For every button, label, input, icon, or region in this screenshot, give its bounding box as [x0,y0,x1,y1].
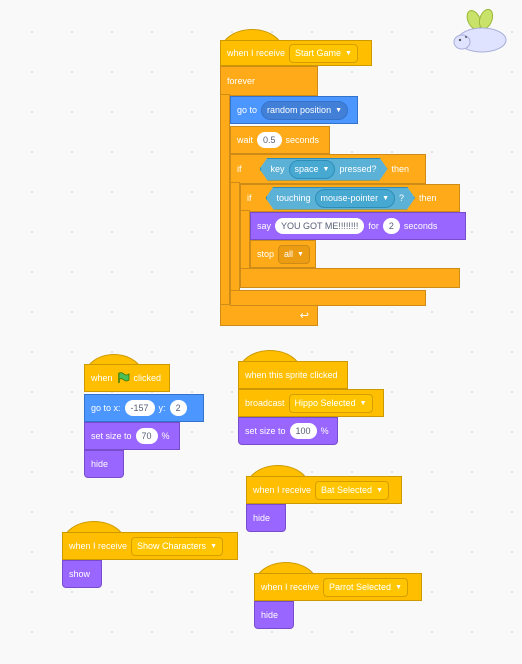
key-dropdown[interactable]: space▼ [289,160,336,179]
if-outer-footer [230,290,426,306]
chevron-down-icon: ▼ [322,165,330,173]
green-flag-icon [117,372,130,384]
wait-unit: seconds [285,135,320,145]
wait-label: wait [237,135,254,145]
hide-block[interactable]: hide [84,450,124,478]
chevron-down-icon: ▼ [210,542,217,550]
touching-condition[interactable]: touching mouse-pointer▼ ? [266,187,416,210]
message-dropdown[interactable]: Parrot Selected▼ [323,577,409,597]
message-dropdown[interactable]: Bat Selected▼ [315,480,390,500]
hat-label: when I receive [69,541,128,551]
wait-input[interactable]: 0.5 [257,132,282,148]
percent-label: % [161,431,170,441]
chevron-down-icon: ▼ [297,250,304,258]
if-inner-footer [240,268,460,288]
size-input[interactable]: 100 [289,423,317,439]
hat-label: when this sprite clicked [245,370,338,380]
say-label: say [257,221,272,231]
hide-block[interactable]: hide [246,504,286,532]
when-i-receive-hat[interactable]: when I receive Show Characters▼ [62,532,238,560]
set-size-label: set size to [91,431,132,441]
stop-label: stop [257,249,275,259]
message-dropdown[interactable]: Show Characters▼ [131,536,223,556]
go-to-label: go to [237,105,258,115]
key-label: key [270,164,285,174]
when-i-receive-hat[interactable]: when I receive Start Game▼ [220,40,372,66]
show-block[interactable]: show [62,560,102,588]
if-label: if [237,164,242,174]
key-pressed-condition[interactable]: key space▼ pressed? [260,158,388,181]
x-input[interactable]: -157 [124,400,155,416]
when-i-receive-hat[interactable]: when I receive Parrot Selected▼ [254,573,422,601]
sprite-hippo-icon[interactable] [452,8,514,58]
set-size-block[interactable]: set size to 70 % [84,422,180,450]
stop-dropdown[interactable]: all▼ [278,244,310,264]
y-label: y: [158,403,166,413]
stop-block[interactable]: stop all▼ [250,240,316,268]
when-sprite-clicked-hat[interactable]: when this sprite clicked [238,361,348,389]
then-label: then [391,164,410,174]
then-label: then [419,193,437,203]
hide-label: hide [253,513,271,523]
forever-arm [220,94,230,312]
loop-arrow-icon: ↩ [299,309,309,322]
hat-label: when I receive [253,485,312,495]
broadcast-dropdown[interactable]: Hippo Selected▼ [288,393,373,413]
go-to-xy-block[interactable]: go to x: -157 y: 2 [84,394,204,422]
chevron-down-icon: ▼ [395,583,403,591]
broadcast-block[interactable]: broadcast Hippo Selected▼ [238,389,384,417]
forever-block[interactable]: forever [220,66,318,96]
say-for-seconds-block[interactable]: say YOU GOT ME!!!!!!!! for 2 seconds [250,212,466,240]
chevron-down-icon: ▼ [345,49,352,57]
chevron-down-icon: ▼ [376,486,384,494]
if-label: if [247,193,252,203]
forever-footer[interactable]: ↩ [220,304,318,326]
question-label: ? [399,193,405,203]
hide-label: hide [261,610,279,620]
chevron-down-icon: ▼ [359,399,367,407]
touching-label: touching [276,193,311,203]
when-i-receive-hat[interactable]: when I receive Bat Selected▼ [246,476,402,504]
hat-label: when I receive [227,48,286,58]
set-size-block[interactable]: set size to 100 % [238,417,338,445]
message-dropdown[interactable]: Start Game▼ [289,43,358,63]
go-to-x-label: go to x: [91,403,121,413]
seconds-label: seconds [403,221,438,231]
when-label: when [91,373,113,383]
if-outer-arm [230,182,240,292]
hide-block[interactable]: hide [254,601,294,629]
clicked-label: clicked [133,373,162,383]
hat-label: when I receive [261,582,320,592]
percent-label: % [320,426,329,436]
show-label: show [69,569,91,579]
chevron-down-icon: ▼ [382,194,389,202]
y-input[interactable]: 2 [169,400,187,416]
wait-block[interactable]: wait 0.5 seconds [230,126,330,154]
forever-label: forever [227,76,256,86]
go-to-dropdown[interactable]: random position▼ [261,100,349,120]
pressed-label: pressed? [339,164,377,174]
size-input[interactable]: 70 [135,428,158,444]
broadcast-label: broadcast [245,398,285,408]
set-size-label: set size to [245,426,286,436]
if-block-inner[interactable]: if touching mouse-pointer▼ ? then [240,184,460,212]
go-to-block[interactable]: go to random position▼ [230,96,358,124]
say-seconds-input[interactable]: 2 [382,218,400,234]
for-label: for [368,221,379,231]
if-block-outer[interactable]: if key space▼ pressed? then [230,154,426,184]
hide-label: hide [91,459,109,469]
if-inner-arm [240,210,250,270]
touching-dropdown[interactable]: mouse-pointer▼ [315,189,395,208]
when-flag-clicked-hat[interactable]: when clicked [84,364,170,392]
chevron-down-icon: ▼ [335,106,343,114]
say-message-input[interactable]: YOU GOT ME!!!!!!!! [275,218,365,234]
